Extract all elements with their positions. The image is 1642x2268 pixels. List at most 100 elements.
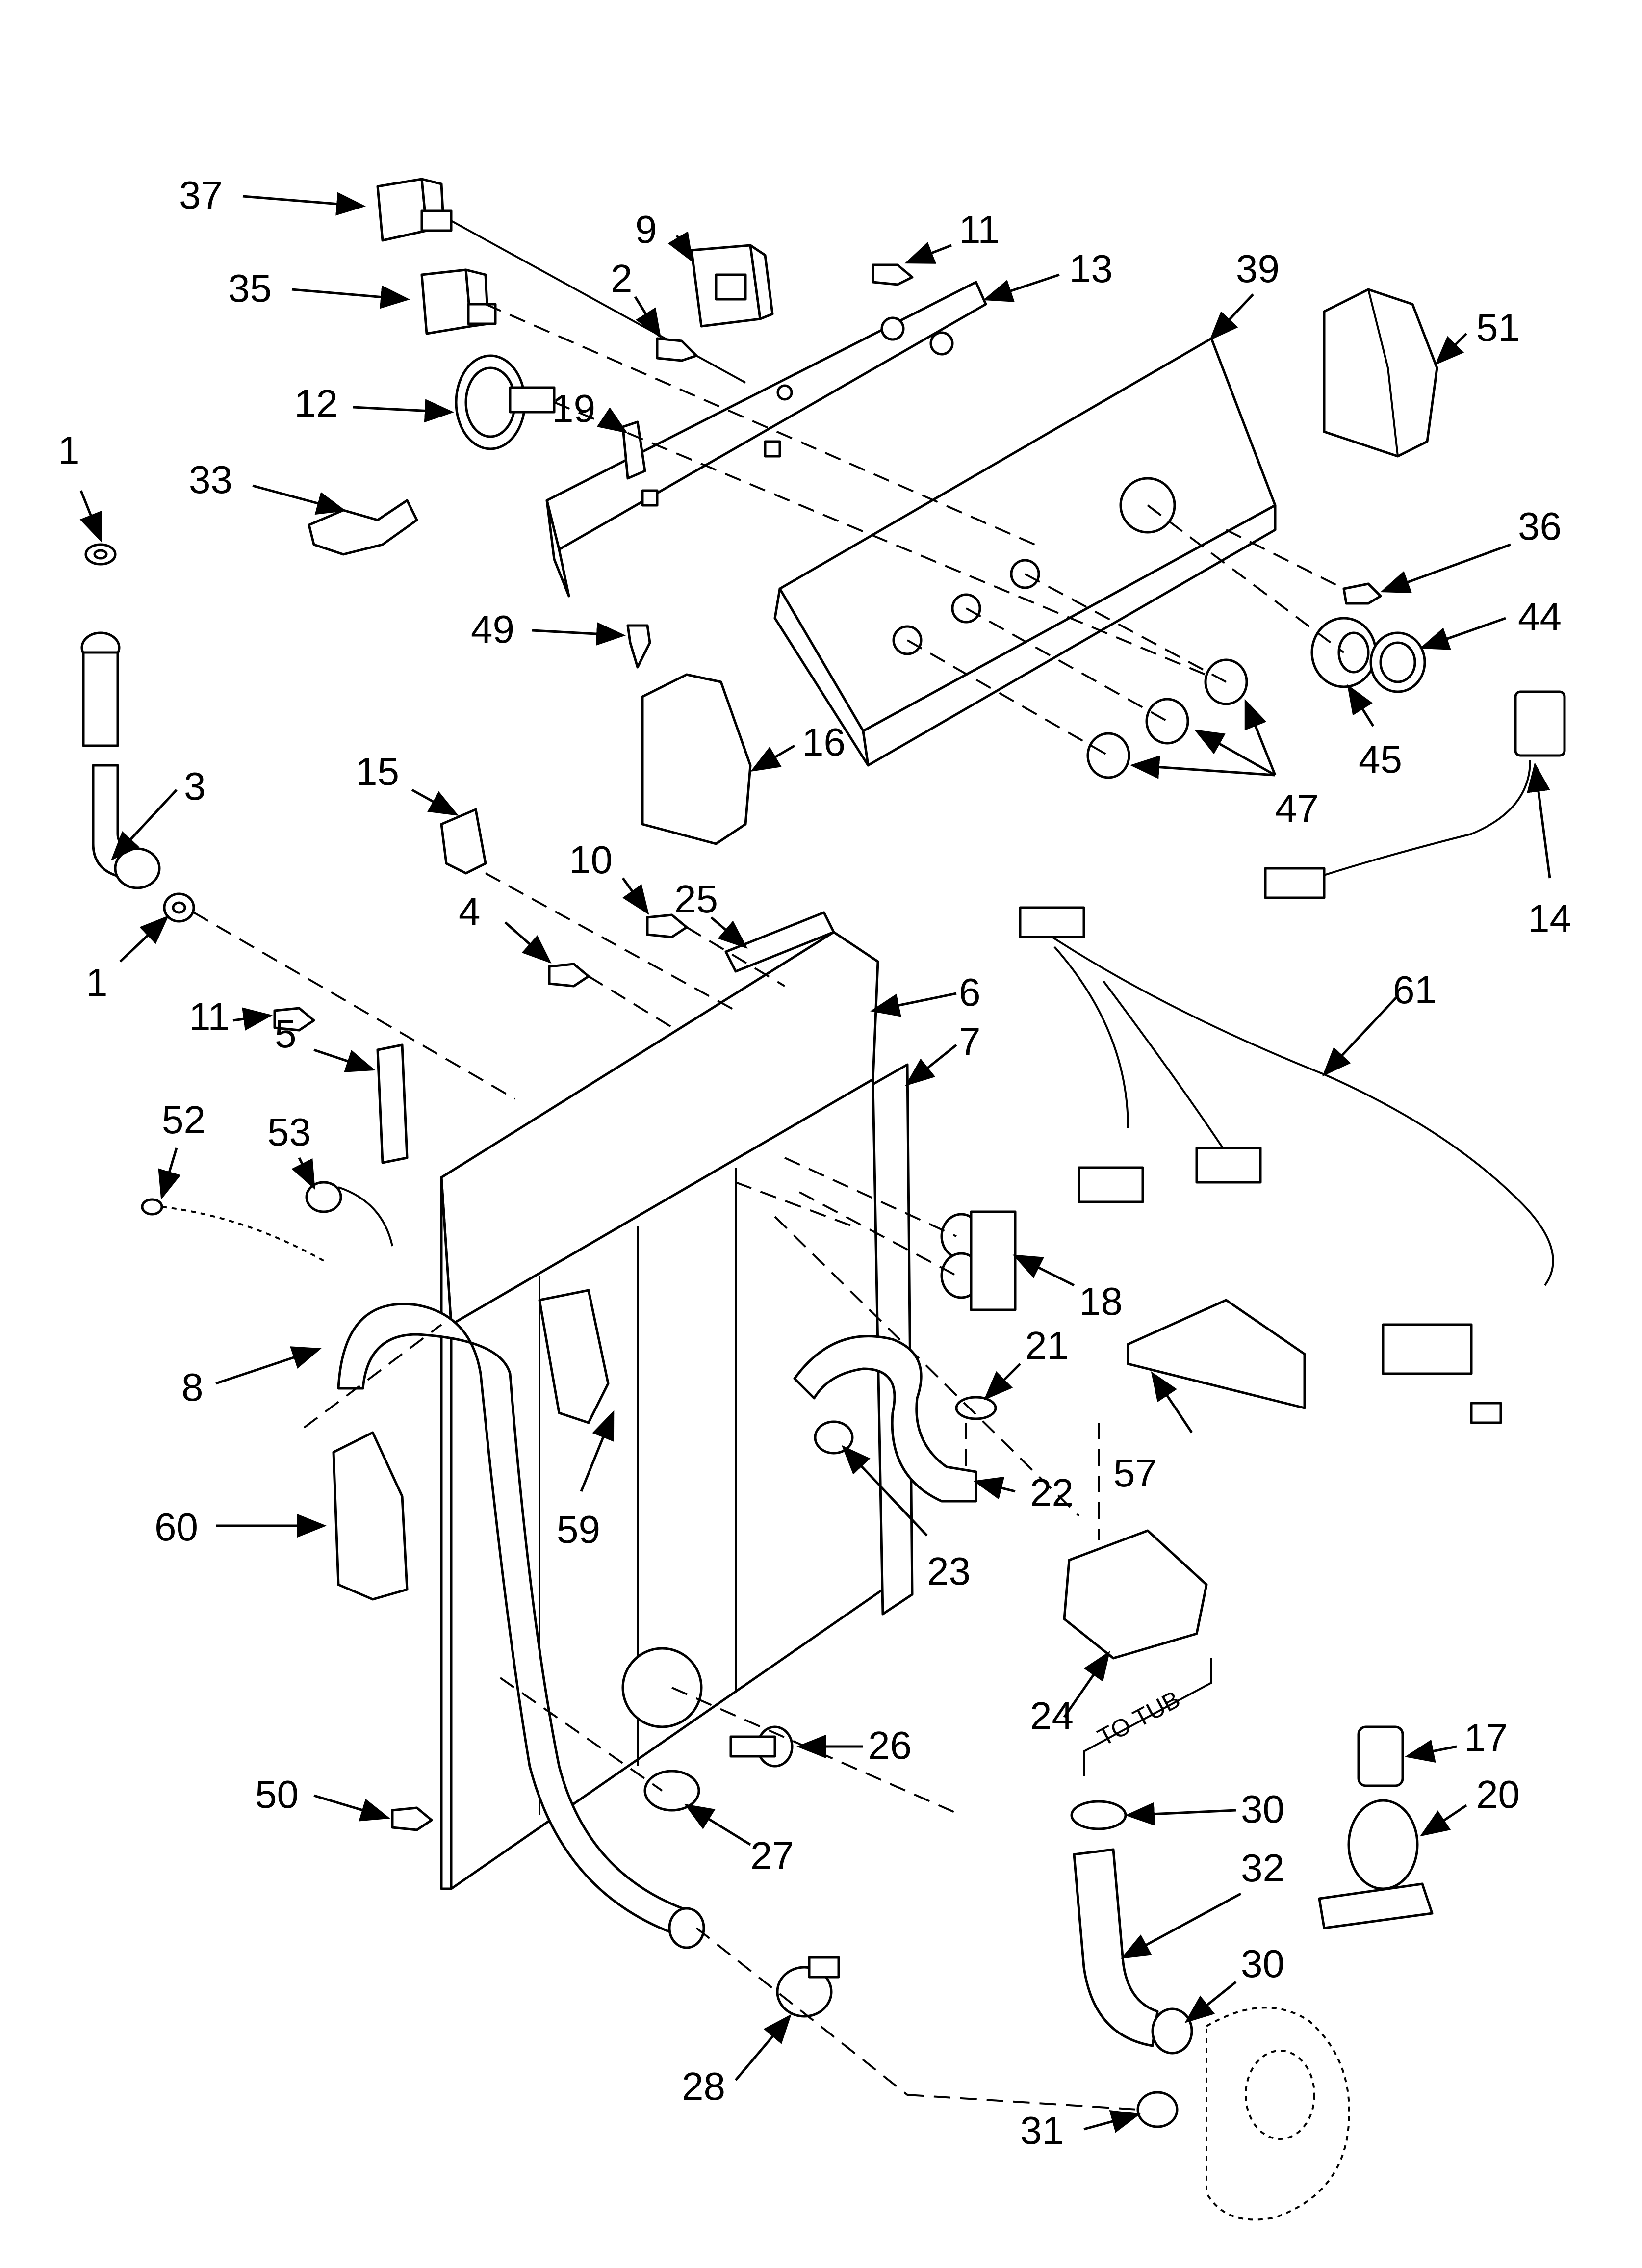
callout-10: 10 xyxy=(569,838,613,882)
leader-30-lower xyxy=(1184,1981,1237,2023)
leader-18 xyxy=(1012,1254,1075,1287)
part-28-clamp xyxy=(776,1956,840,2018)
part-53-clamp xyxy=(305,1181,393,1247)
leader-11-mid xyxy=(232,1007,273,1031)
leader-7 xyxy=(905,1044,957,1086)
part-49-screw xyxy=(626,624,651,669)
callout-3: 3 xyxy=(184,764,206,808)
leader-23 xyxy=(841,1445,928,1537)
callout-30-top: 30 xyxy=(1241,1787,1284,1831)
leader-12 xyxy=(353,399,454,423)
callout-39: 39 xyxy=(1236,247,1280,290)
part-9-timer xyxy=(690,244,774,328)
callout-47: 47 xyxy=(1275,786,1319,830)
callout-61: 61 xyxy=(1393,968,1437,1012)
leader-6 xyxy=(870,992,957,1017)
leader-24 xyxy=(1063,1651,1110,1718)
leader-44 xyxy=(1419,617,1506,650)
leader-31 xyxy=(1083,2110,1141,2133)
callout-57: 57 xyxy=(1113,1451,1157,1495)
leader-17 xyxy=(1405,1739,1457,1763)
leader-47 xyxy=(1244,699,1277,776)
callout-37: 37 xyxy=(179,173,223,217)
part-39-console xyxy=(773,337,1277,767)
leader-53 xyxy=(291,1157,315,1190)
part-16-endcap xyxy=(641,673,752,845)
part-15-clip xyxy=(440,808,487,875)
to-tub-bracket xyxy=(1083,1658,1212,1776)
leader-59 xyxy=(580,1410,615,1492)
callout-28: 28 xyxy=(682,2064,725,2108)
part-33-bracket xyxy=(308,499,418,556)
leader-57 xyxy=(1151,1371,1193,1434)
leader-11-top xyxy=(904,242,952,264)
part-47-knobs xyxy=(1086,658,1248,779)
leader-61 xyxy=(1322,995,1399,1077)
callout-5: 5 xyxy=(275,1012,297,1056)
part-57-bracket xyxy=(1127,1299,1306,1409)
callout-1-top: 1 xyxy=(58,428,80,472)
leader-9 xyxy=(667,231,693,263)
leader-5 xyxy=(313,1048,376,1072)
leader-36 xyxy=(1380,543,1511,594)
callout-36: 36 xyxy=(1518,504,1562,548)
callout-2: 2 xyxy=(611,257,633,300)
part-37-switch xyxy=(376,178,746,384)
callout-17: 17 xyxy=(1464,1716,1508,1760)
leader-35 xyxy=(291,285,410,309)
callout-6: 6 xyxy=(959,970,981,1014)
part-50-screw xyxy=(391,1806,433,1831)
callout-32: 32 xyxy=(1241,1846,1284,1890)
leader-49 xyxy=(532,622,626,646)
callout-leaders xyxy=(79,192,1551,2133)
leader-19 xyxy=(596,407,628,434)
callout-60: 60 xyxy=(154,1505,198,1549)
leader-4 xyxy=(504,921,552,964)
part-screws-mid xyxy=(273,913,688,1032)
part-24-bracket xyxy=(1063,1529,1208,1660)
callout-53: 53 xyxy=(267,1110,311,1154)
callout-30-lower: 30 xyxy=(1241,1942,1284,1985)
leader-2 xyxy=(634,296,662,339)
part-5-clip xyxy=(376,1043,409,1164)
callout-49: 49 xyxy=(471,607,514,651)
part-61-harness xyxy=(1019,906,1554,1424)
part-60-bracket xyxy=(332,1431,409,1601)
leader-14 xyxy=(1527,762,1551,879)
callout-44: 44 xyxy=(1518,595,1562,639)
leader-39 xyxy=(1209,293,1254,341)
leader-51 xyxy=(1435,333,1467,365)
part-14-cord xyxy=(1264,690,1566,899)
callout-35: 35 xyxy=(228,266,272,310)
part-12-motor xyxy=(455,354,556,450)
callout-25: 25 xyxy=(674,877,718,921)
leader-47c xyxy=(1130,755,1276,779)
part-31-tub-outlet xyxy=(1136,2007,1350,2221)
callout-20: 20 xyxy=(1476,1773,1520,1816)
callout-11-mid: 11 xyxy=(189,995,230,1039)
callout-18: 18 xyxy=(1079,1279,1123,1323)
part-36-screw xyxy=(1342,582,1382,605)
callout-51: 51 xyxy=(1476,306,1520,349)
leader-47b xyxy=(1194,730,1276,777)
callout-23: 23 xyxy=(927,1549,971,1593)
callout-27: 27 xyxy=(750,1834,794,1877)
part-11-screw-top xyxy=(872,263,914,286)
part-35-switch xyxy=(420,268,497,335)
part-51-endcap xyxy=(1323,288,1438,458)
leader-27 xyxy=(684,1803,751,1846)
callout-24: 24 xyxy=(1030,1694,1074,1738)
callout-50: 50 xyxy=(255,1773,299,1816)
leader-25 xyxy=(710,916,748,949)
callout-33: 33 xyxy=(189,458,232,501)
part-27-clamp xyxy=(643,1770,700,1812)
callout-4: 4 xyxy=(459,889,481,933)
part-2-screw xyxy=(656,337,698,362)
leader-22 xyxy=(973,1476,1016,1500)
leader-8 xyxy=(215,1346,322,1385)
callout-8: 8 xyxy=(181,1365,204,1409)
callout-15: 15 xyxy=(356,750,399,793)
leader-45 xyxy=(1347,684,1375,727)
part-59-clip xyxy=(538,1289,610,1424)
leader-21 xyxy=(983,1363,1021,1401)
